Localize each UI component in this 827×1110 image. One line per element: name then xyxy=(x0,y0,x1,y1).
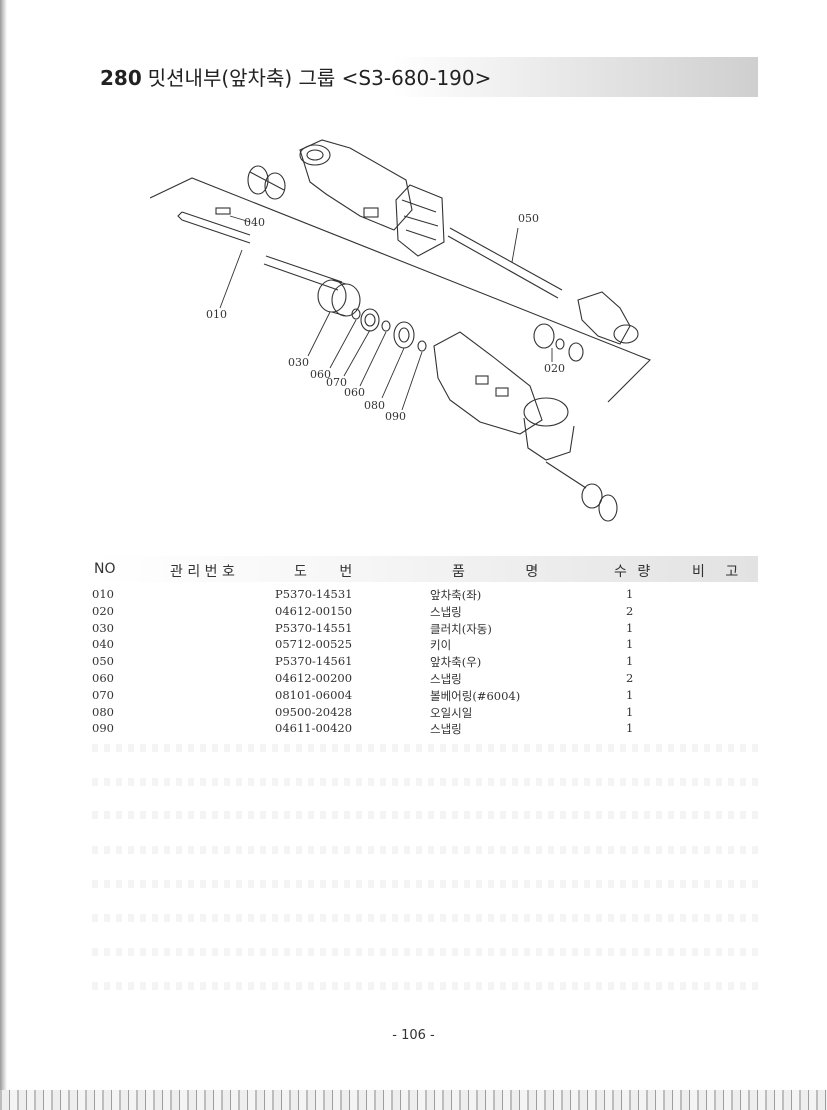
callout-020: 020 xyxy=(544,362,565,375)
cell-qty: 1 xyxy=(626,620,634,635)
cell-qty: 1 xyxy=(626,721,634,736)
cell-name: 키이 xyxy=(430,638,452,653)
header-quantity: 수 량 xyxy=(614,564,654,580)
cell-drawing: 04611-00420 xyxy=(275,721,353,736)
table-row: 080 09500-20428 오일시일 1 xyxy=(92,705,758,722)
cell-no: 020 xyxy=(92,603,114,618)
bevel-gear-top xyxy=(247,165,286,200)
callout-060: 060 xyxy=(310,368,331,381)
page-number: - 106 - xyxy=(392,1028,435,1043)
shaft-010 xyxy=(177,211,343,291)
cell-name: 스냅링 xyxy=(430,671,462,686)
cell-qty: 1 xyxy=(626,704,634,719)
group-number: 280 xyxy=(100,66,142,90)
bleed-through-line xyxy=(92,982,758,990)
cell-name: 볼베어링(#6004) xyxy=(430,688,521,703)
cell-no: 060 xyxy=(92,670,114,685)
parts-table: 010 P5370-14531 앞차축(좌) 1 020 04612-00150… xyxy=(92,587,758,738)
callout-030: 030 xyxy=(288,356,309,369)
cell-no: 010 xyxy=(92,587,114,601)
key-040 xyxy=(215,207,231,215)
cell-qty: 1 xyxy=(626,687,634,702)
header-remark: 비 고 xyxy=(692,564,747,580)
header-drawing-number: 도 번 xyxy=(294,564,367,580)
plane-outline xyxy=(150,177,651,403)
cell-name: 스냅링 xyxy=(430,722,462,737)
cell-no: 070 xyxy=(92,687,114,702)
cell-qty: 2 xyxy=(626,603,634,618)
cell-name: 스냅링 xyxy=(430,604,462,619)
cell-name: 앞차축(좌) xyxy=(430,588,482,602)
table-row: 050 P5370-14561 앞차축(우) 1 xyxy=(92,654,758,671)
callout-040: 040 xyxy=(244,216,265,229)
table-header: NO 관 리 번 호 도 번 품 명 수 량 비 고 xyxy=(92,556,758,582)
scan-bottom-edge xyxy=(0,1090,827,1110)
header-mgmt-number: 관 리 번 호 xyxy=(170,564,235,580)
callout-070: 070 xyxy=(326,376,347,389)
cell-name: 앞차축(우) xyxy=(430,655,482,670)
snap-ring-060b xyxy=(381,320,391,332)
cell-drawing: P5370-14551 xyxy=(275,620,353,635)
left-housing xyxy=(299,139,445,257)
cell-qty: 1 xyxy=(626,637,634,652)
table-row: 070 08101-06004 볼베어링(#6004) 1 xyxy=(92,688,758,705)
cell-no: 050 xyxy=(92,654,114,669)
table-row: 010 P5370-14531 앞차축(좌) 1 xyxy=(92,587,758,604)
leader-lines xyxy=(219,215,553,411)
cell-qty: 2 xyxy=(626,670,634,685)
exploded-parts-diagram: 040 050 010 030 060 070 060 080 090 020 xyxy=(150,139,651,522)
callout-090: 090 xyxy=(385,410,406,423)
table-row: 020 04612-00150 스냅링 2 xyxy=(92,604,758,621)
cell-no: 040 xyxy=(92,637,114,652)
callout-010: 010 xyxy=(206,308,227,321)
cell-drawing: 04612-00200 xyxy=(275,670,353,685)
table-row: 040 05712-00525 키이 1 xyxy=(92,637,758,654)
bleed-through-line xyxy=(92,778,758,786)
callout-080: 080 xyxy=(364,399,385,412)
cell-drawing: P5370-14531 xyxy=(275,587,353,601)
scan-left-edge xyxy=(0,0,7,1110)
cell-no: 030 xyxy=(92,620,114,635)
callout-060b: 060 xyxy=(344,386,365,399)
cell-drawing: 08101-06004 xyxy=(275,687,353,702)
header-part-name: 품 명 xyxy=(452,564,567,580)
oil-seal-080 xyxy=(393,321,415,349)
bleed-through-line xyxy=(92,914,758,922)
snap-ring-090 xyxy=(417,340,427,352)
cell-drawing: 09500-20428 xyxy=(275,704,353,719)
table-row: 090 04611-00420 스냅링 1 xyxy=(92,721,758,738)
table-row: 030 P5370-14551 클러치(자동) 1 xyxy=(92,621,758,638)
snap-ring-060 xyxy=(351,308,361,320)
cell-qty: 1 xyxy=(626,654,634,669)
bleed-through-line xyxy=(92,811,758,819)
clutch-030 xyxy=(317,279,361,317)
table-row: 060 04612-00200 스냅링 2 xyxy=(92,671,758,688)
bleed-through-line xyxy=(92,880,758,888)
cell-no: 090 xyxy=(92,721,114,736)
group-title: 밋션내부(앞차축) 그룹 <S3-680-190> xyxy=(147,66,492,90)
cell-name: 오일시일 xyxy=(430,705,473,720)
cell-name: 클러치(자동) xyxy=(430,621,492,636)
bleed-through-line xyxy=(92,744,758,752)
callout-050: 050 xyxy=(518,212,539,225)
bevel-gear-bottom xyxy=(545,461,618,522)
title-band xyxy=(92,57,758,97)
cell-no: 080 xyxy=(92,704,114,719)
bleed-through-line xyxy=(92,846,758,854)
gear-assembly-020 xyxy=(533,291,639,362)
cell-qty: 1 xyxy=(626,587,634,601)
right-housing xyxy=(433,331,575,461)
bleed-through-line xyxy=(92,948,758,956)
shaft-050 xyxy=(447,227,563,299)
header-no: NO xyxy=(94,561,116,577)
ball-bearing-070 xyxy=(360,308,380,332)
cell-drawing: 04612-00150 xyxy=(275,603,353,618)
cell-drawing: 05712-00525 xyxy=(275,637,353,652)
cell-drawing: P5370-14561 xyxy=(275,654,353,669)
